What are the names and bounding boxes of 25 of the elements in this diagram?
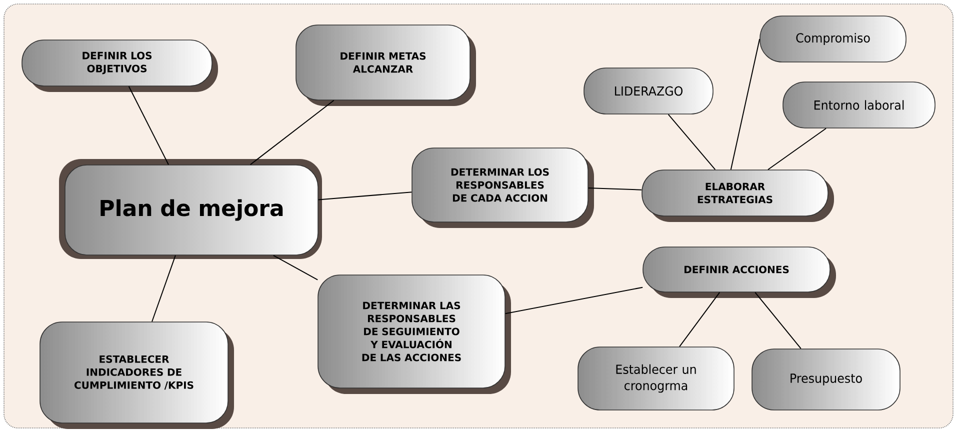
topic-bubble: Establecer un cronogrma — [578, 346, 734, 410]
topic-box: DEFINIR LOS OBJETIVOS — [22, 40, 218, 92]
connector-line — [504, 286, 644, 314]
connector-line — [767, 128, 827, 170]
connector-line — [318, 192, 412, 200]
connector-line — [679, 292, 720, 348]
topic-box: ELABORAR ESTRATEGIAS — [642, 170, 834, 222]
topic-bubble: Entorno laboral — [782, 82, 936, 128]
connector-line — [250, 100, 334, 166]
main-topic-box: Plan de mejora — [59, 159, 322, 259]
topic-bubble: LIDERAZGO — [584, 68, 714, 114]
topic-bubble: Presupuesto — [752, 348, 900, 410]
connector-line — [128, 86, 169, 166]
connector-line — [272, 254, 318, 280]
topic-box: DEFINIR METAS ALCANZAR — [296, 24, 476, 106]
connector-line — [754, 292, 802, 350]
connector-line — [152, 254, 176, 322]
topic-box: DETERMINAR LAS RESPONSABLES DE SEGUIMIENTO Y EVALUACIÓN DE LAS ACCIONES — [318, 274, 511, 394]
topic-box: DEFINIR ACCIONES — [642, 246, 836, 298]
connector-line — [730, 38, 760, 170]
topic-bubble: Compromiso — [760, 16, 906, 62]
connector-line — [668, 114, 716, 170]
topic-box: ESTABLECER INDICADORES DE CUMPLIMIENTO /KPIS — [40, 322, 234, 429]
topic-box: DETERMINAR LOS RESPONSABLES DE CADA ACCION — [412, 148, 594, 228]
connector-line — [588, 188, 642, 190]
